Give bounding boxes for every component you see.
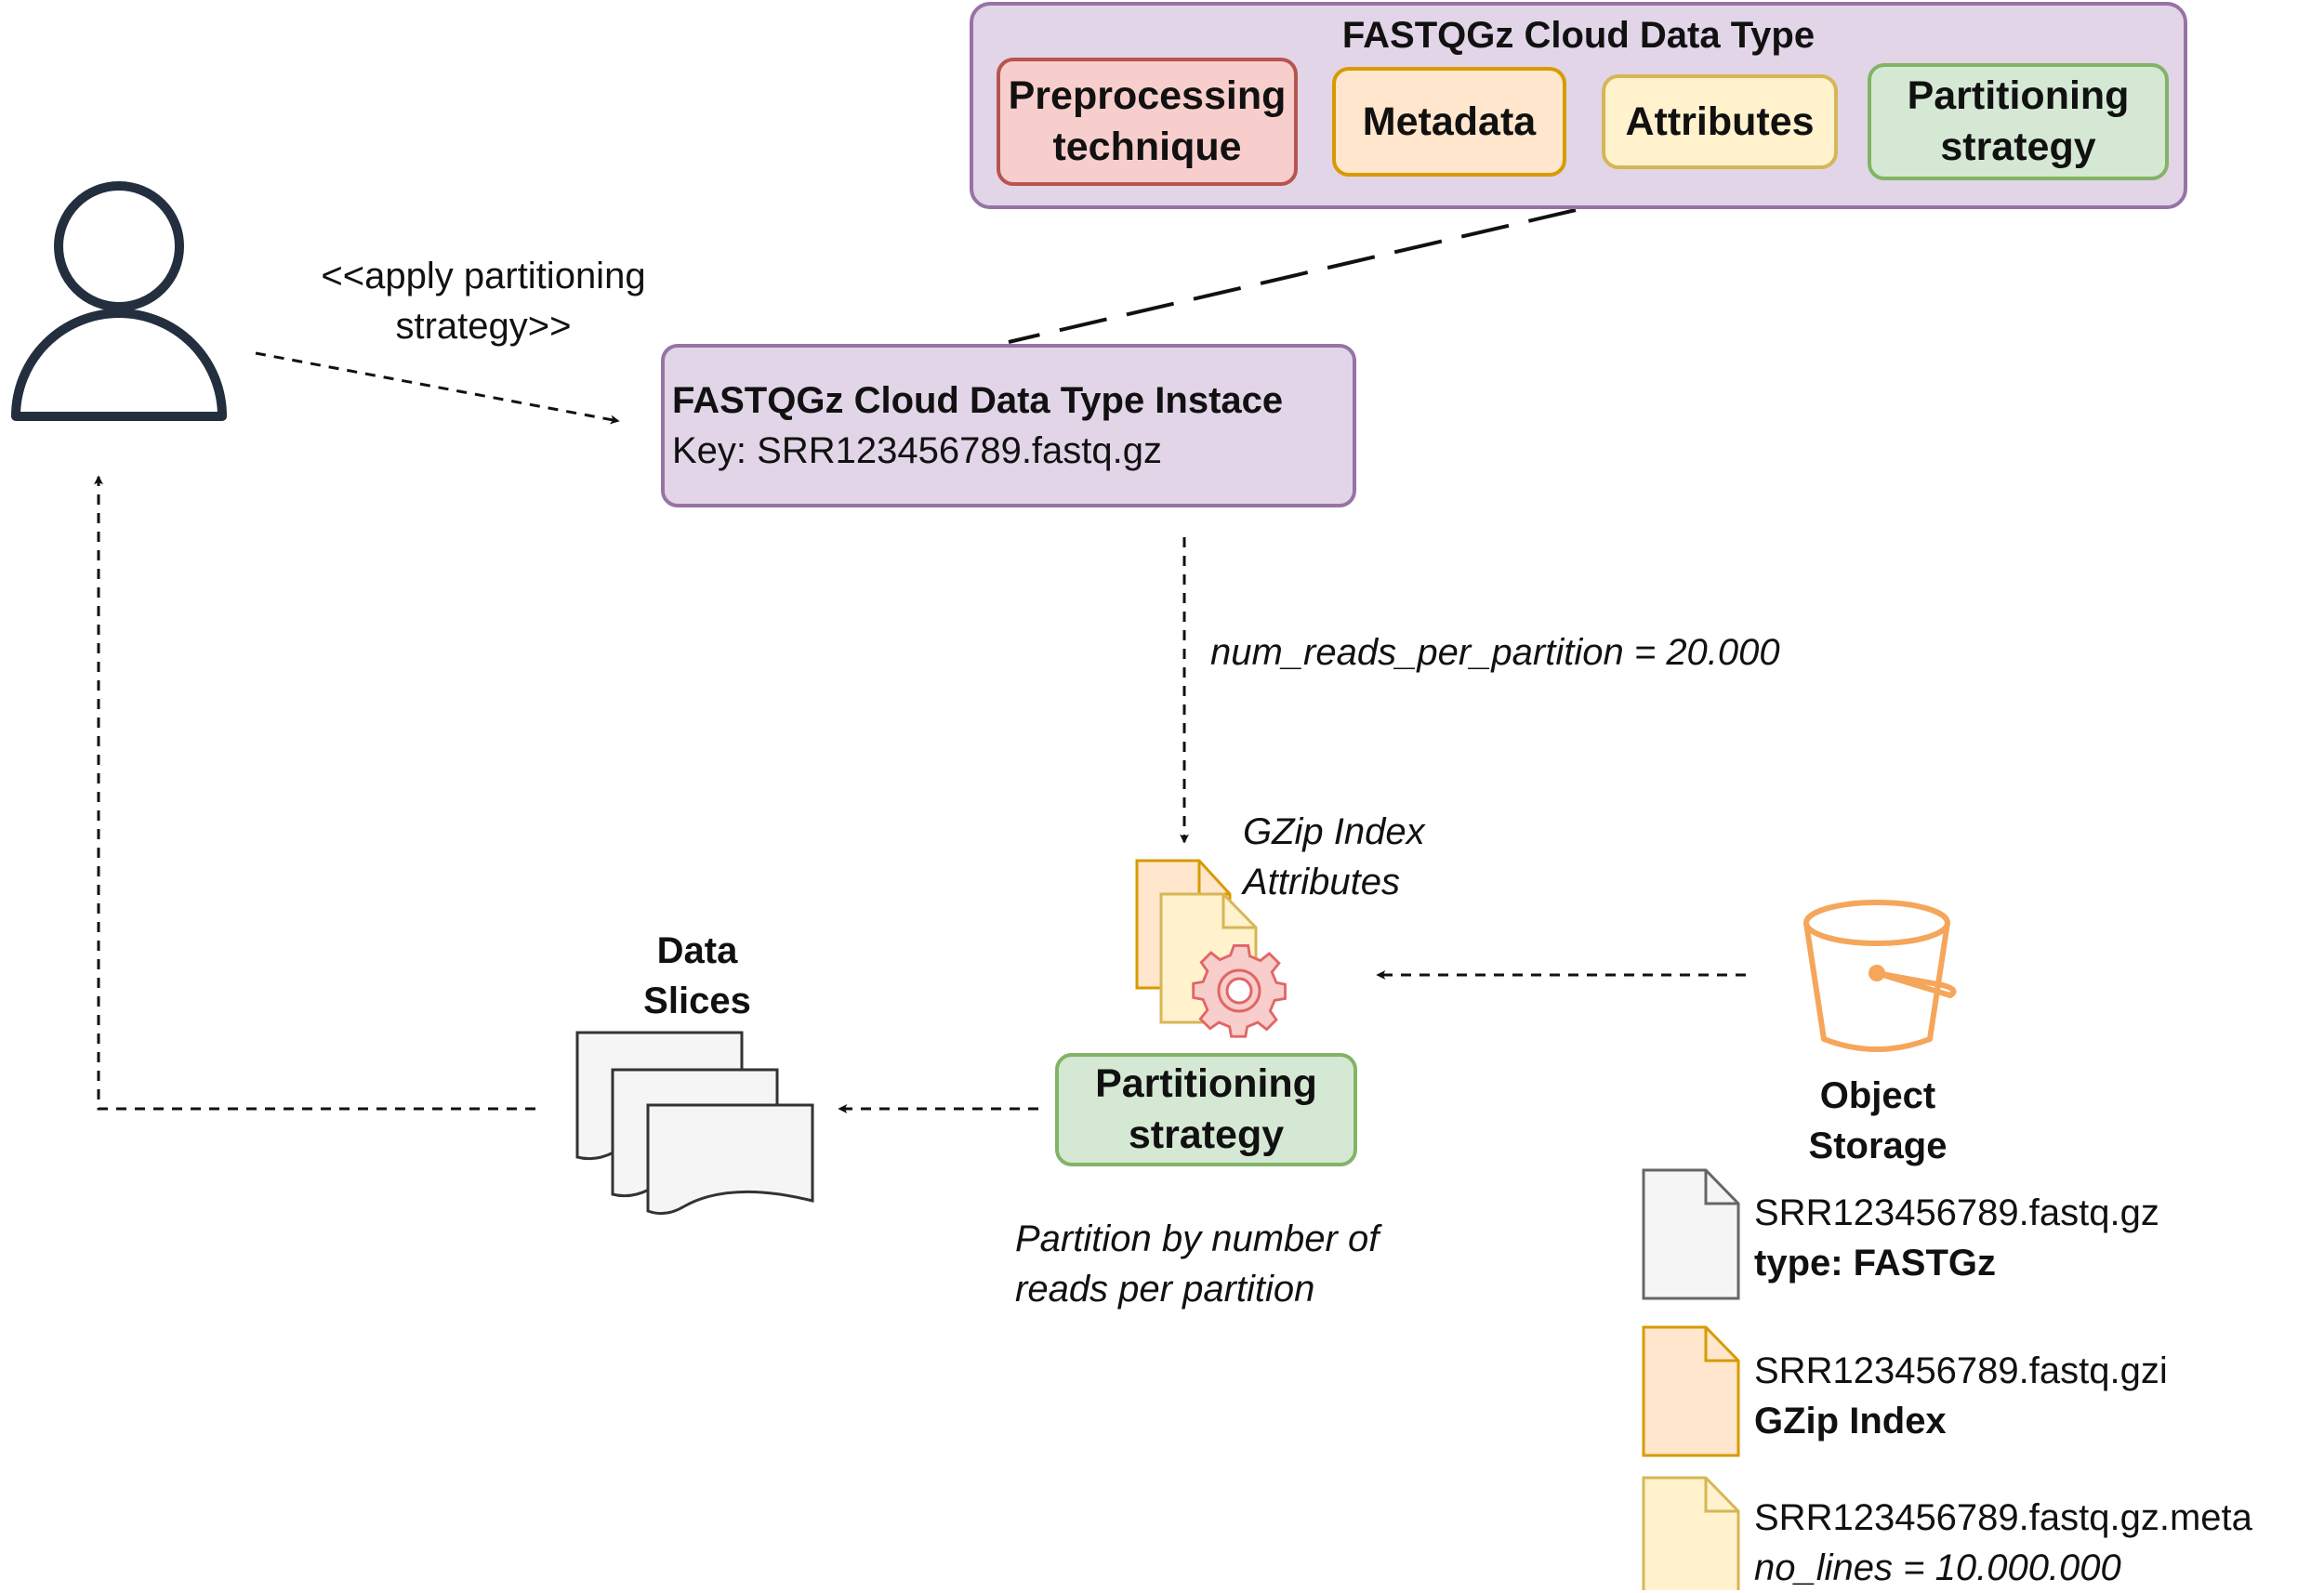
file-desc: type: FASTGz [1754,1243,1997,1284]
gear-icon [1192,943,1287,1038]
apply-strategy-label: <<apply partitioning strategy>> [307,251,660,351]
strategy-note: Partition by number of reads per partiti… [1015,1214,1379,1314]
type-association-line [1008,208,1577,344]
label-line: <<apply partitioning [321,256,646,296]
file-icon [1642,1476,1740,1590]
file-entry: SRR123456789.fastq.gzi GZip Index [1754,1346,2168,1446]
component-label: Attributes [1625,99,1815,144]
strategy-label: strategy [1128,1112,1285,1157]
component-label: Preprocessing [1008,73,1287,118]
component-label: Metadata [1362,99,1537,144]
slices-to-user-arrow [94,475,535,1111]
strategy-label: Partitioning [1095,1061,1317,1106]
bucket-icon [1803,900,1957,1052]
file-entry: SRR123456789.fastq.gz.meta no_lines = 10… [1754,1493,2252,1593]
file-icon [1642,1168,1740,1300]
partitioning-strategy-component-box: Partitioning strategy [1868,63,2169,180]
file-icon [1642,1325,1740,1457]
attributes-box: Attributes [1602,74,1838,169]
gzip-index-label: GZip Index Attributes [1243,807,1425,907]
component-label: strategy [1940,125,2096,169]
user-icon [11,181,227,421]
preprocessing-technique-box: Preprocessing technique [997,58,1298,186]
user-to-instance-arrow [255,351,620,425]
label-line: GZip Index [1243,811,1425,852]
metadata-box: Metadata [1332,67,1566,177]
label-line: Slices [643,981,751,1021]
component-label: Partitioning [1907,73,2130,118]
label-line: Storage [1808,1126,1948,1166]
partitioning-strategy-box: Partitioning strategy [1055,1053,1357,1166]
label-line: Object [1819,1075,1936,1116]
file-desc: GZip Index [1754,1401,1947,1442]
component-label: technique [1052,125,1242,169]
data-slices-icon [575,1031,814,1216]
file-entry: SRR123456789.fastq.gz type: FASTGz [1754,1188,2159,1288]
data-type-instance-box: FASTQGz Cloud Data Type Instace Key: SRR… [661,344,1356,507]
file-name: SRR123456789.fastq.gz.meta [1754,1497,2252,1538]
file-name: SRR123456789.fastq.gz [1754,1192,2159,1233]
param-label: num_reads_per_partition = 20.000 [1210,632,1780,673]
label-line: Partition by number of [1015,1218,1380,1259]
label-line: reads per partition [1015,1269,1315,1310]
instance-title: FASTQGz Cloud Data Type Instace [672,380,1284,421]
label-line: Attributes [1243,862,1400,902]
instance-key: Key: SRR123456789.fastq.gz [672,430,1163,471]
file-desc: no_lines = 10.000.000 [1754,1547,2121,1588]
label-line: Data [656,930,738,971]
data-slices-label: Data Slices [604,926,790,1026]
cloud-data-type-title: FASTQGz Cloud Data Type [1341,15,1816,56]
label-line: strategy>> [395,306,572,347]
file-name: SRR123456789.fastq.gzi [1754,1350,2168,1391]
object-storage-label: Object Storage [1766,1071,1989,1171]
